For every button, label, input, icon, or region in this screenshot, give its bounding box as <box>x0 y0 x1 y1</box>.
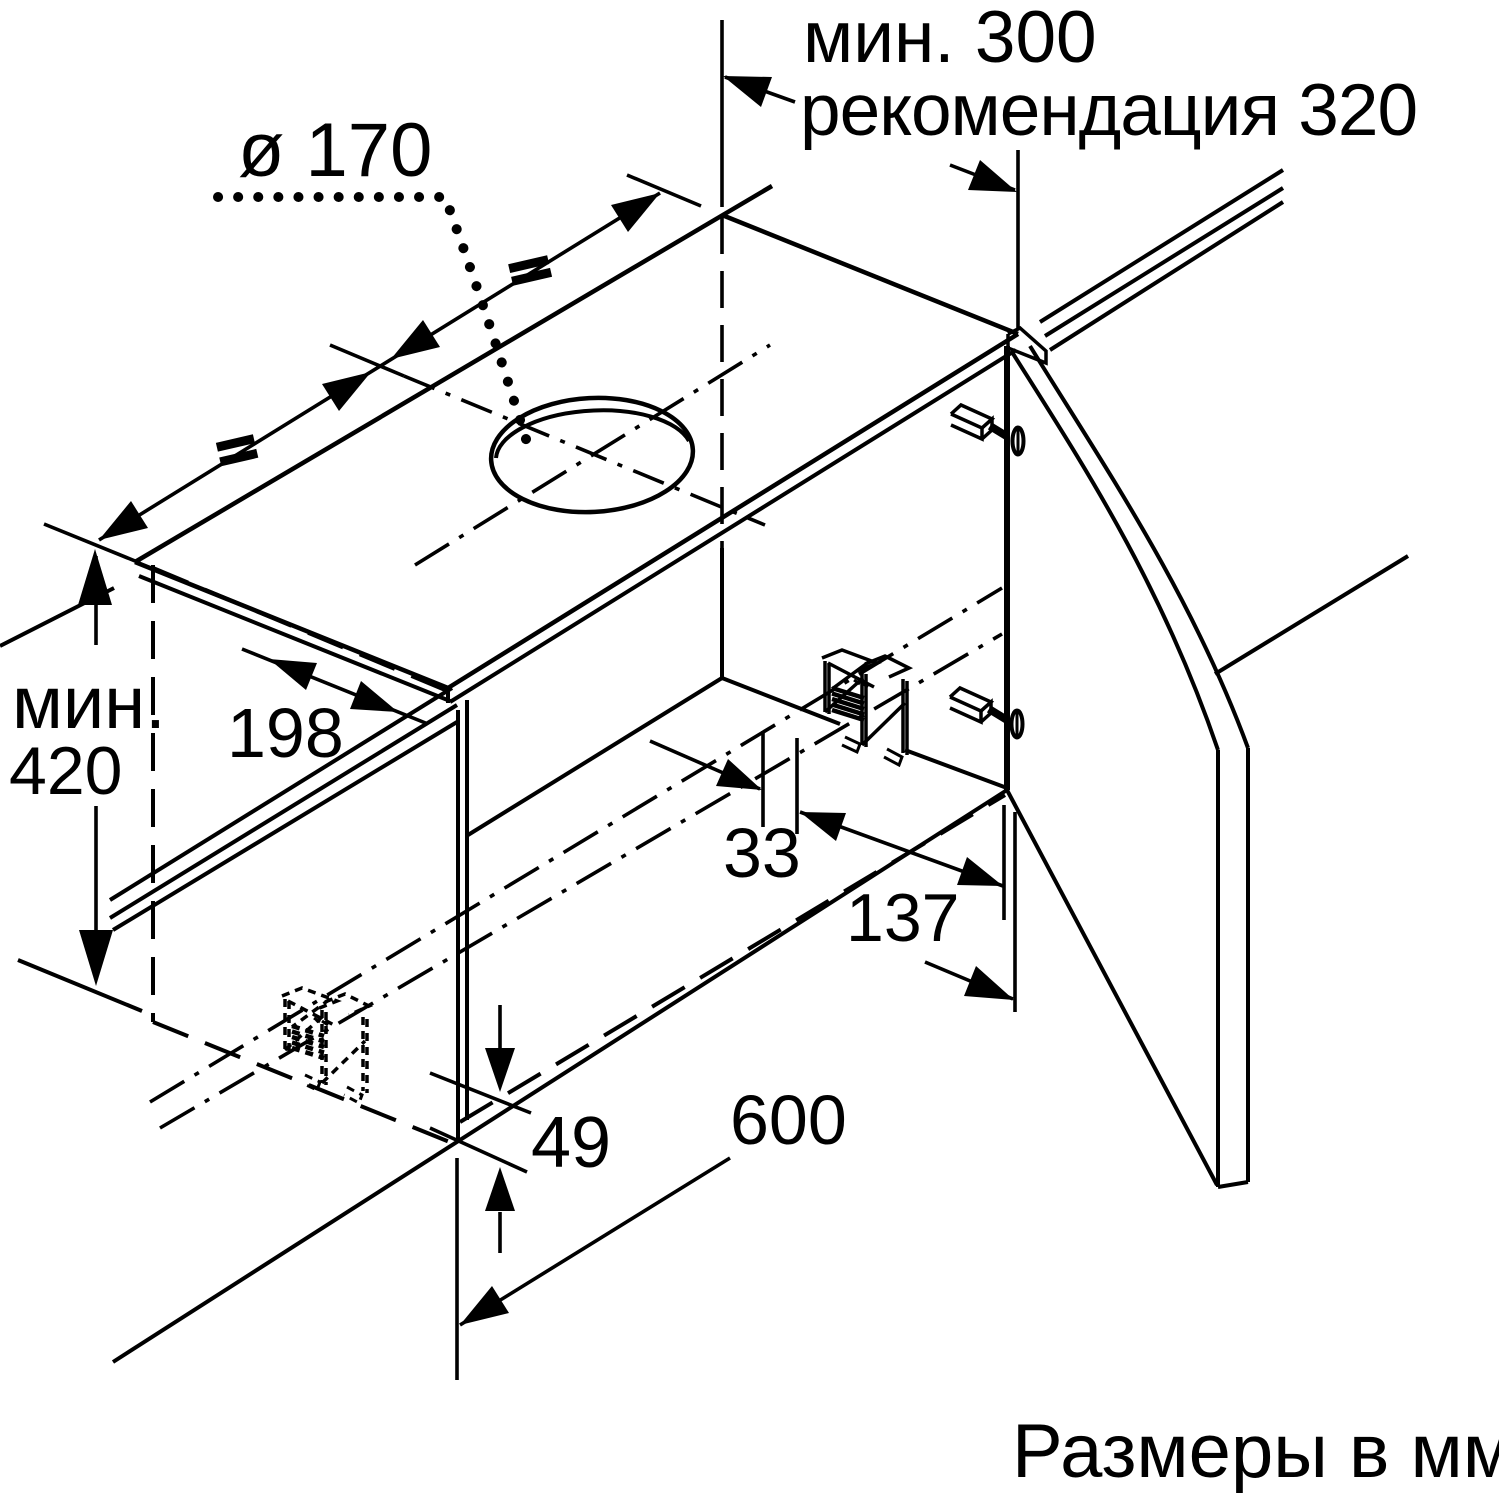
svg-text:Размеры в мм: Размеры в мм <box>1012 1409 1499 1494</box>
svg-text:33: 33 <box>723 814 801 892</box>
svg-text:ø 170: ø 170 <box>238 108 432 193</box>
svg-text:мин.: мин. <box>12 661 166 744</box>
svg-text:600: 600 <box>730 1081 847 1159</box>
svg-text:рекомендация 320: рекомендация 320 <box>800 70 1417 151</box>
svg-text:198: 198 <box>227 694 344 772</box>
svg-text:137: 137 <box>846 880 959 956</box>
svg-text:420: 420 <box>9 733 122 809</box>
svg-text:мин. 300: мин. 300 <box>803 0 1097 78</box>
svg-text:49: 49 <box>531 1103 611 1183</box>
